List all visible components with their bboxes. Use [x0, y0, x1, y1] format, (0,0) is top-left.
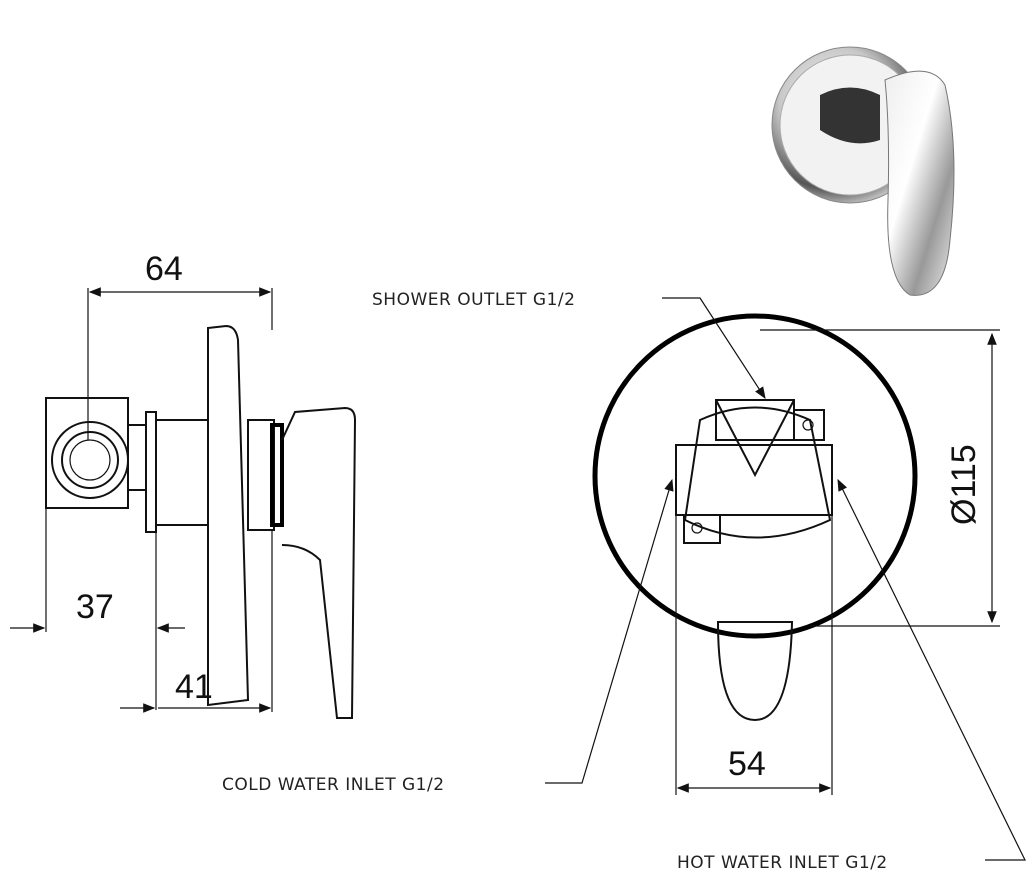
callout-hot-water-inlet: HOT WATER INLET G1/2 [677, 853, 888, 873]
callout-shower-outlet: SHOWER OUTLET G1/2 [372, 290, 575, 310]
front-view [545, 297, 1026, 861]
dimension-64: 64 [145, 250, 183, 288]
dimension-54: 54 [728, 745, 766, 783]
dimension-41: 41 [175, 668, 213, 706]
product-photo [771, 46, 955, 296]
dimension-diameter-115: Ø115 [945, 444, 983, 525]
callout-cold-water-inlet: COLD WATER INLET G1/2 [222, 775, 445, 795]
side-view [10, 287, 357, 719]
dimension-37: 37 [76, 588, 114, 626]
